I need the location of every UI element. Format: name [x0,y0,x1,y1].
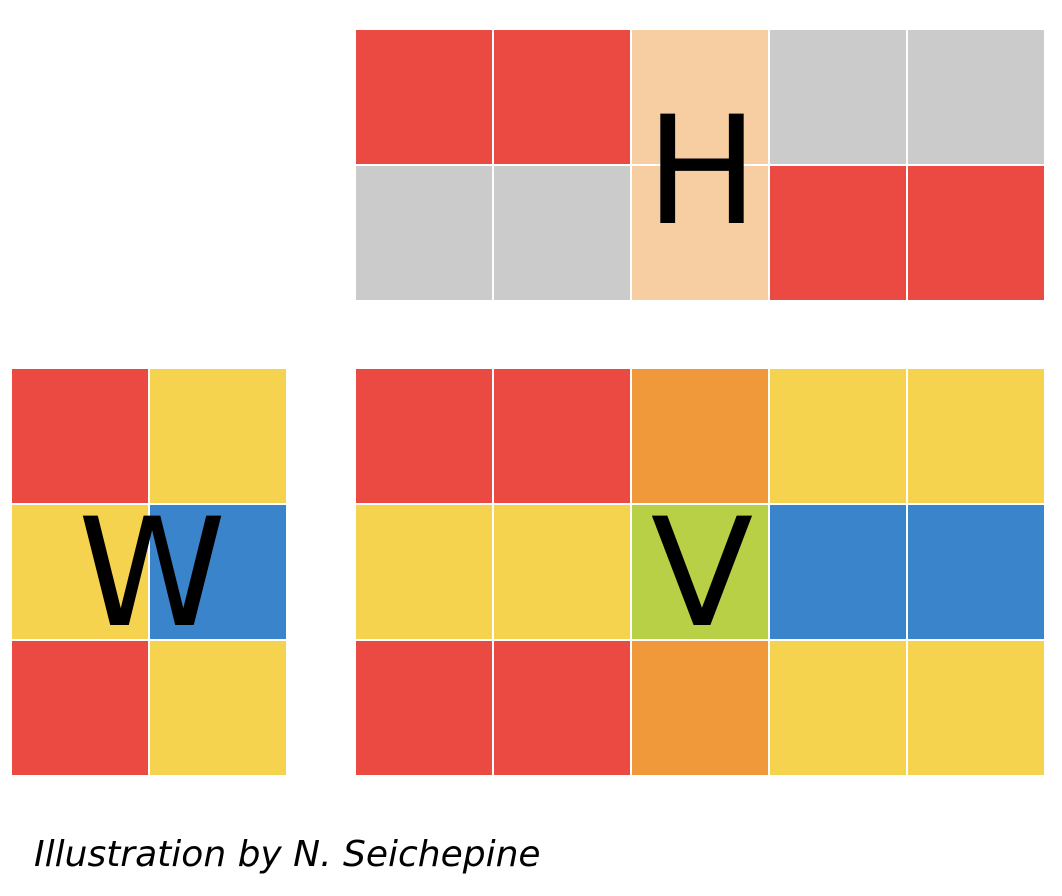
matrix-w-cell [12,505,148,639]
matrix-v-cell [494,641,630,775]
matrix-h-cell [494,30,630,164]
matrix-v-cell [356,369,492,503]
matrix-v-cell [770,369,906,503]
matrix-v-cell [908,505,1044,639]
matrix-h-cell [770,30,906,164]
matrix-w-cell [150,641,286,775]
matrix-v-cell [770,641,906,775]
matrix-h-cell [494,166,630,300]
matrix-h-cell [632,166,768,300]
illustration-caption: Illustration by N. Seichepine [34,834,541,875]
matrix-v-cell [356,641,492,775]
matrix-v-cell [494,505,630,639]
matrix-v-cell [908,641,1044,775]
matrix-w-cell [12,641,148,775]
matrix-v-grid [356,369,1044,775]
matrix-v-cell [494,369,630,503]
matrix-v-cell [770,505,906,639]
matrix-h-cell [908,30,1044,164]
matrix-h-grid [356,30,1044,300]
matrix-v-cell [632,641,768,775]
matrix-h-cell [356,166,492,300]
matrix-v-cell [632,369,768,503]
matrix-w-cell [12,369,148,503]
matrix-v-cell [632,505,768,639]
matrix-w-cell [150,369,286,503]
matrix-v-cell [356,505,492,639]
matrix-v-cell [908,369,1044,503]
matrix-h-cell [356,30,492,164]
matrix-h-cell [908,166,1044,300]
matrix-w-grid [12,369,286,775]
matrix-w-cell [150,505,286,639]
matrix-h-cell [632,30,768,164]
matrix-h-cell [770,166,906,300]
